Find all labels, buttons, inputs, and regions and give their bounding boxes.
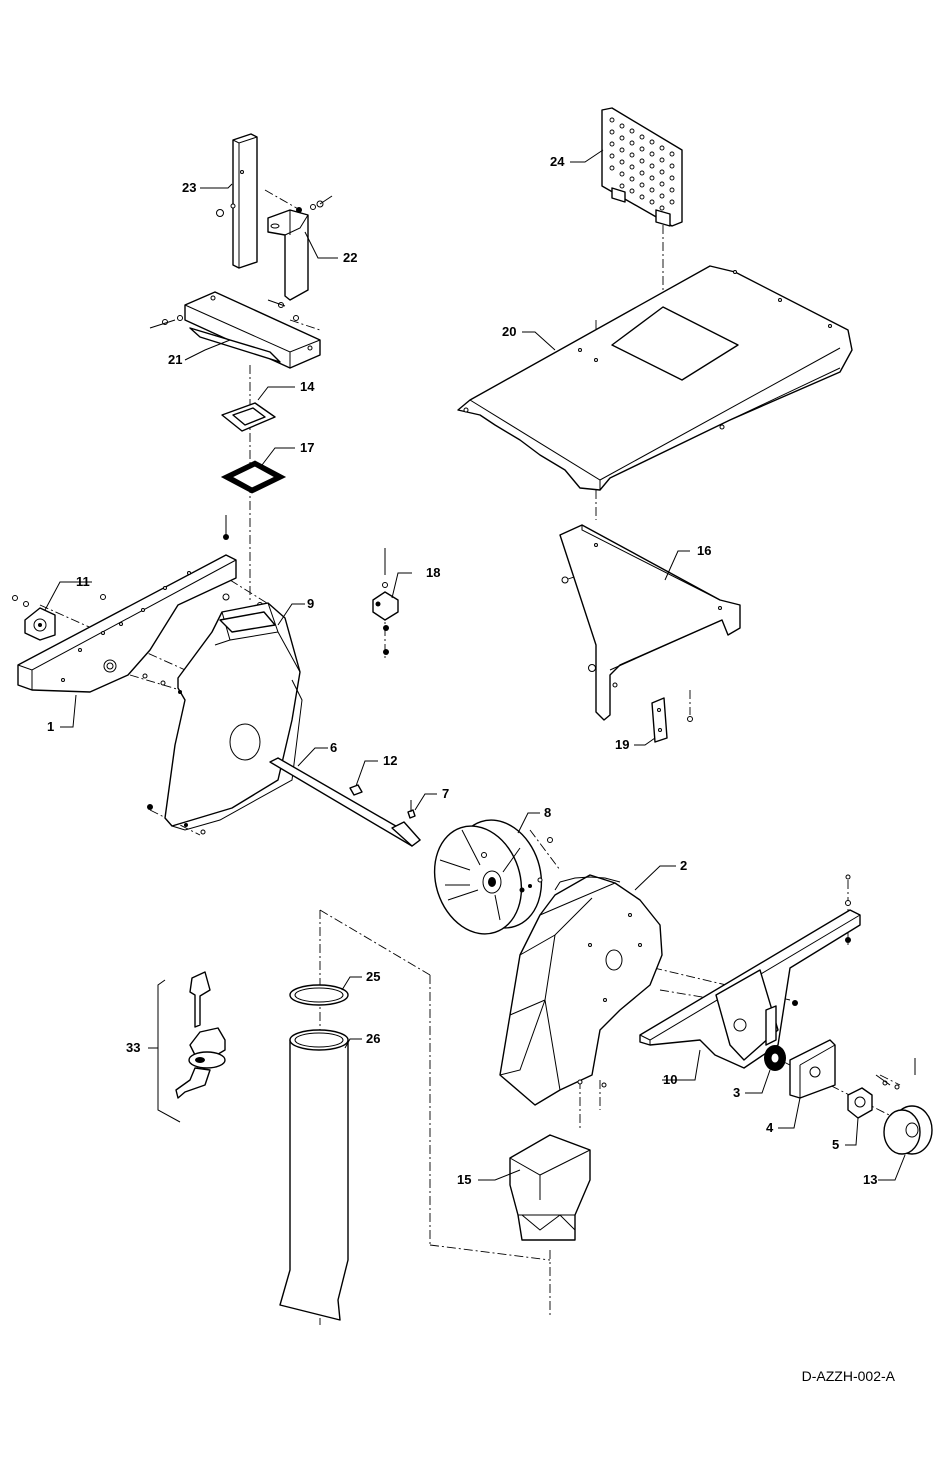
part-20-cover-plate xyxy=(458,266,852,490)
callout-19: 19 xyxy=(615,737,629,752)
drawing-id-label: D-AZZH-002-A xyxy=(802,1368,895,1384)
callout-33: 33 xyxy=(126,1040,140,1055)
callout-3: 3 xyxy=(733,1085,740,1100)
callout-7: 7 xyxy=(442,786,449,801)
callout-1: 1 xyxy=(47,719,54,734)
callout-25: 25 xyxy=(366,969,380,984)
part-15-chute xyxy=(510,1135,590,1240)
part-26-tube xyxy=(280,1030,348,1320)
callout-2: 2 xyxy=(680,858,687,873)
part-9-fan-housing xyxy=(143,603,302,834)
part-16-bracket xyxy=(560,525,740,720)
part-24-perforated-plate xyxy=(602,108,682,226)
callout-22: 22 xyxy=(343,250,357,265)
callout-26: 26 xyxy=(366,1031,380,1046)
part-10-rail xyxy=(640,875,860,1068)
part-23-post xyxy=(217,134,258,268)
callout-14: 14 xyxy=(300,379,315,394)
part-19-plate xyxy=(652,698,693,742)
callout-12: 12 xyxy=(383,753,397,768)
part-7-bolt xyxy=(408,800,415,818)
part-5-bearing xyxy=(848,1075,899,1118)
callout-13: 13 xyxy=(863,1172,877,1187)
part-17-gasket xyxy=(222,461,285,493)
part-33-key-and-lock xyxy=(158,972,225,1122)
callout-4: 4 xyxy=(766,1120,774,1135)
part-4-bracket xyxy=(790,1040,835,1098)
part-18-clip xyxy=(373,548,398,655)
callout-15: 15 xyxy=(457,1172,471,1187)
callout-24: 24 xyxy=(550,154,565,169)
callout-6: 6 xyxy=(330,740,337,755)
callout-11: 11 xyxy=(76,574,90,589)
callout-17: 17 xyxy=(300,440,314,455)
part-13-pulley xyxy=(884,1058,932,1154)
part-12-key xyxy=(350,785,362,795)
callout-21: 21 xyxy=(168,352,182,367)
callout-8: 8 xyxy=(544,805,551,820)
callout-23: 23 xyxy=(182,180,196,195)
callout-5: 5 xyxy=(832,1137,839,1152)
callout-16: 16 xyxy=(697,543,711,558)
callout-18: 18 xyxy=(426,565,440,580)
callout-10: 10 xyxy=(663,1072,677,1087)
callout-9: 9 xyxy=(307,596,314,611)
part-6-shaft xyxy=(270,758,420,846)
part-25-ring xyxy=(290,985,348,1005)
callout-20: 20 xyxy=(502,324,516,339)
part-14-flange xyxy=(222,403,275,431)
part-3-washer xyxy=(764,1045,786,1071)
part-22-bracket xyxy=(268,196,332,300)
